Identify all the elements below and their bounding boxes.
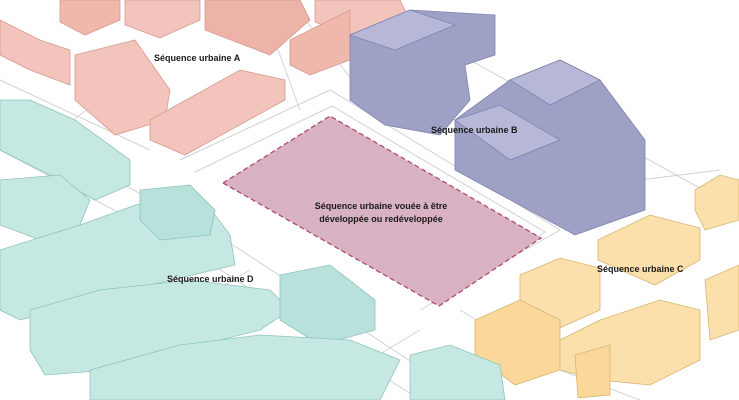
label-sequence-d: Séquence urbaine D	[167, 274, 254, 284]
label-sequence-a: Séquence urbaine A	[154, 53, 241, 63]
sequence-c-buildings	[474, 174, 739, 399]
label-sequence-b: Séquence urbaine B	[431, 125, 518, 135]
label-development-line1: Séquence urbaine vouée à être	[315, 201, 448, 211]
sequence-b-buildings	[348, 9, 646, 236]
sequence-d-buildings	[0, 99, 506, 400]
sequence-a-buildings	[0, 0, 411, 156]
label-sequence-c: Séquence urbaine C	[597, 264, 684, 274]
label-development-line2: développée ou redéveloppée	[319, 214, 443, 224]
development-parcel	[221, 115, 543, 307]
